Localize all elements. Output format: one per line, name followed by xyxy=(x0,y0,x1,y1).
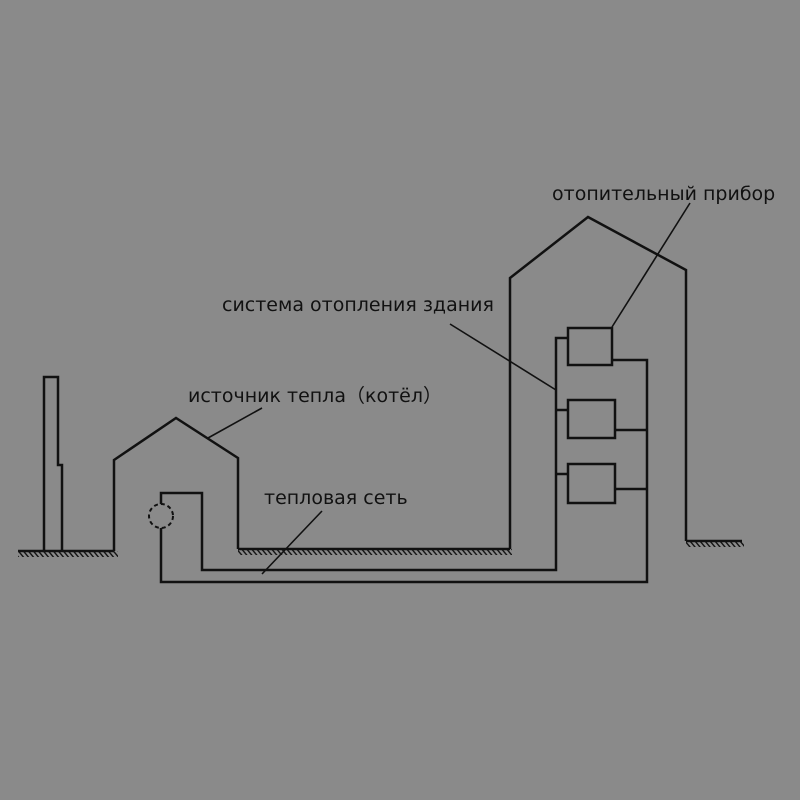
supply-pipe xyxy=(159,336,568,572)
ground-hatch-middle xyxy=(238,549,512,555)
leader-building-heating-system xyxy=(449,323,557,391)
label-heat-network: тепловая сеть xyxy=(264,487,408,509)
chimney xyxy=(42,375,64,551)
radiator-top xyxy=(566,326,614,367)
leader-heating-device xyxy=(611,202,691,328)
ground-hatch-left xyxy=(18,551,118,557)
label-heating-device: отопительный прибор xyxy=(552,183,775,205)
radiator-middle xyxy=(566,398,617,440)
ground-hatch-right xyxy=(686,541,744,547)
ground xyxy=(18,539,744,557)
label-building-heating-system: система отопления здания xyxy=(222,294,494,316)
radiator-bottom xyxy=(566,462,617,505)
return-pipe xyxy=(159,358,649,584)
leader-heat-source xyxy=(207,407,263,439)
label-heat-source: источник тепла（котёл） xyxy=(188,385,442,407)
leader-heat-network xyxy=(261,510,323,575)
boiler-house xyxy=(112,416,240,551)
boiler-circle xyxy=(148,503,174,529)
tall-building xyxy=(508,215,688,549)
